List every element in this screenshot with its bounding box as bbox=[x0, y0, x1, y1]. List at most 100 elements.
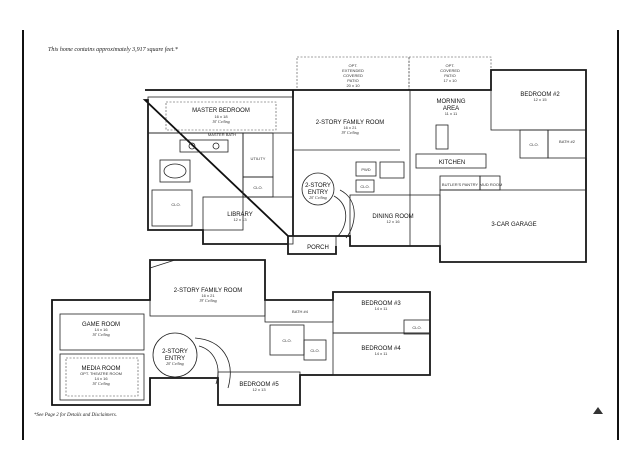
bedroom4-outline bbox=[332, 332, 431, 376]
entry-up-line2: ENTRY bbox=[165, 356, 185, 362]
upper-family-room-outline bbox=[149, 259, 266, 317]
media-room-ceiling-note: 10' Ceiling bbox=[92, 381, 110, 386]
master-bedroom-ceiling bbox=[165, 101, 277, 131]
master-bath-label: MASTER BATH bbox=[208, 132, 236, 137]
disclaimer-note: *See Page 2 for Details and Disclaimers. bbox=[34, 413, 117, 418]
master-tub bbox=[159, 159, 191, 183]
game-room-ceiling-note: 10' Ceiling bbox=[92, 332, 110, 337]
family-room-ceiling-note: 19' Ceiling bbox=[341, 130, 359, 135]
opt-extended-patio-line2: EXTENDED bbox=[342, 68, 364, 73]
pwd-room bbox=[355, 161, 377, 177]
sink-right bbox=[212, 142, 220, 150]
kitchen-counter bbox=[415, 153, 487, 169]
entry-rotunda bbox=[301, 172, 335, 206]
media-room-label: MEDIA ROOM bbox=[81, 366, 120, 372]
entry-up-line1: 2-STORY bbox=[162, 349, 188, 355]
media-room-dims: 14 x 16 bbox=[94, 376, 108, 381]
entry-closet bbox=[355, 179, 375, 193]
butlers-pantry-label: BUTLER'S PANTRY bbox=[442, 182, 479, 187]
bedroom4-label: BEDROOM #4 bbox=[361, 346, 401, 352]
media-room-ceiling bbox=[65, 357, 139, 397]
bath2-outline bbox=[547, 129, 587, 159]
opt-covered-patio-dims: 17 x 10 bbox=[443, 78, 457, 83]
master-vanity bbox=[179, 139, 229, 153]
dining-room-label: DINING ROOM bbox=[372, 214, 413, 220]
utility-label: UTILITY bbox=[251, 156, 266, 161]
family-room-dims: 16 x 21 bbox=[343, 125, 357, 130]
utility-room bbox=[242, 132, 274, 178]
bath2-label: BATH #2 bbox=[559, 139, 576, 144]
kitchen-island bbox=[435, 124, 449, 150]
bedroom3-label: BEDROOM #3 bbox=[361, 301, 401, 307]
first-floor-outer-wall bbox=[142, 69, 587, 263]
morning-area-line1: MORNING bbox=[437, 99, 466, 105]
opt-extended-patio-line4: PATIO bbox=[347, 78, 358, 83]
clo-up2-label: CLO. bbox=[310, 348, 319, 353]
upper-family-room-ceiling-note: 19' Ceiling bbox=[199, 298, 217, 303]
tub-basin bbox=[163, 163, 187, 179]
square-footage-note: This home contains approximately 3,917 s… bbox=[48, 47, 178, 53]
first-floor bbox=[142, 56, 587, 263]
sink-left bbox=[188, 142, 196, 150]
library-label: LIBRARY bbox=[227, 212, 253, 218]
opt-extended-patio-dims: 20 x 10 bbox=[346, 83, 360, 88]
master-bedroom-label: MASTER BEDROOM bbox=[192, 108, 250, 114]
family-room-label: 2-STORY FAMILY ROOM bbox=[316, 120, 384, 126]
north-arrow-icon bbox=[593, 407, 603, 414]
opt-extended-patio-line3: COVERED bbox=[343, 73, 363, 78]
clo-up3-label: CLO. bbox=[412, 325, 421, 330]
pwd-label: PWD bbox=[361, 167, 370, 172]
bedroom5-dims: 12 x 13 bbox=[252, 387, 266, 392]
upper-entry-rotunda bbox=[152, 332, 198, 378]
library-dims: 12 x 13 bbox=[233, 217, 247, 222]
opt-covered-patio-line1: OPT. bbox=[446, 63, 455, 68]
game-room-dims: 14 x 16 bbox=[94, 327, 108, 332]
bath4-label: BATH #4 bbox=[292, 309, 309, 314]
master-closet bbox=[151, 189, 193, 227]
left-border-line bbox=[22, 30, 24, 440]
bedroom2-label: BEDROOM #2 bbox=[520, 92, 560, 98]
right-border-line bbox=[617, 30, 619, 440]
opt-covered-patio-line3: PATIO bbox=[444, 73, 455, 78]
pantry bbox=[379, 161, 405, 179]
entry-down-line2: ENTRY bbox=[308, 190, 328, 196]
entry-down-line1: 2-STORY bbox=[305, 183, 331, 189]
upper-closet-mid bbox=[303, 339, 327, 361]
upper-diag-wall bbox=[149, 259, 176, 269]
morning-area-dims: 11 x 11 bbox=[445, 111, 458, 116]
porch-label: PORCH bbox=[307, 245, 329, 251]
upper-family-room-dims: 16 x 21 bbox=[201, 293, 215, 298]
bedroom5-outline bbox=[217, 371, 301, 406]
entry-stair-curve bbox=[333, 195, 347, 237]
clo-lower-label: CLO. bbox=[253, 185, 262, 190]
game-room-outline bbox=[59, 313, 145, 351]
clo-master-label: CLO. bbox=[171, 202, 180, 207]
master-bedroom-ceiling-note: 10' Ceiling bbox=[212, 119, 230, 124]
library-outline bbox=[202, 196, 294, 245]
porch-outline bbox=[287, 235, 337, 255]
upper-stair-curve bbox=[194, 337, 231, 389]
bedroom3-dims: 14 x 11 bbox=[375, 306, 389, 311]
upper-family-room-label: 2-STORY FAMILY ROOM bbox=[174, 288, 242, 294]
media-room-outline bbox=[59, 353, 145, 401]
clo-bed2-label: CLO. bbox=[529, 142, 538, 147]
bedroom2-dims: 12 x 15 bbox=[533, 97, 547, 102]
mud-room-label: MUD ROOM bbox=[480, 182, 503, 187]
bed2-closet bbox=[519, 129, 549, 159]
garage-outline bbox=[439, 189, 587, 263]
opt-extended-patio-line1: OPT. bbox=[349, 63, 358, 68]
bedroom5-label: BEDROOM #5 bbox=[239, 382, 279, 388]
morning-area-line2: AREA bbox=[443, 106, 459, 112]
media-room-theatre-label: OPT. THEATRE ROOM bbox=[80, 371, 122, 376]
entry-up-ceiling-note: 20' Ceiling bbox=[166, 361, 184, 366]
clo-entry-label: CLO. bbox=[360, 184, 369, 189]
entry-down-ceiling-note: 20' Ceiling bbox=[309, 195, 327, 200]
kitchen-label: KITCHEN bbox=[439, 160, 465, 166]
opt-covered-patio-line2: COVERED bbox=[440, 68, 460, 73]
upper-stair-curve-inner bbox=[198, 345, 219, 385]
clo-up1-label: CLO. bbox=[282, 338, 291, 343]
bedroom4-dims: 14 x 11 bbox=[375, 351, 389, 356]
dining-room-dims: 12 x 16 bbox=[386, 219, 400, 224]
entry-stair-curve-outer bbox=[339, 189, 355, 239]
